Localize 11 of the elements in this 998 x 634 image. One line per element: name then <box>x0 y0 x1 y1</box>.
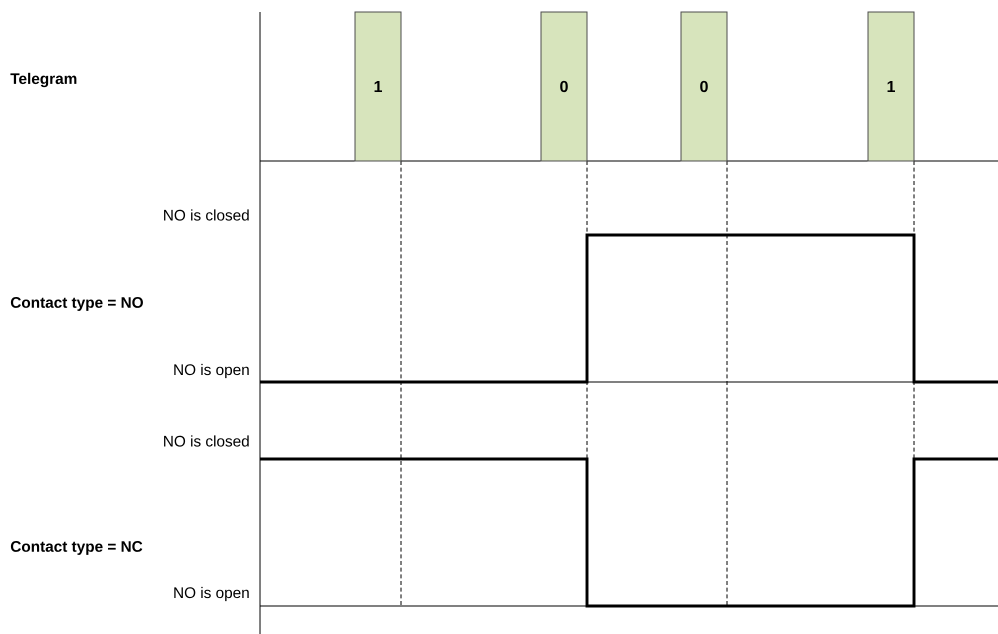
state-label: NO is closed <box>164 435 249 447</box>
state-label: NO is closed <box>164 209 249 221</box>
state-label: NO is open <box>174 586 249 602</box>
row-heading: Contact type = NC <box>10 541 142 555</box>
bit-box: 0 <box>540 12 588 162</box>
bit-box: 0 <box>680 12 728 162</box>
state-label: NO is open <box>174 364 249 378</box>
bit-box: 1 <box>868 12 914 162</box>
bit-box: 1 <box>354 12 402 162</box>
row-heading: Telegram <box>10 72 76 88</box>
row-heading: Contact type = NO <box>10 297 143 311</box>
